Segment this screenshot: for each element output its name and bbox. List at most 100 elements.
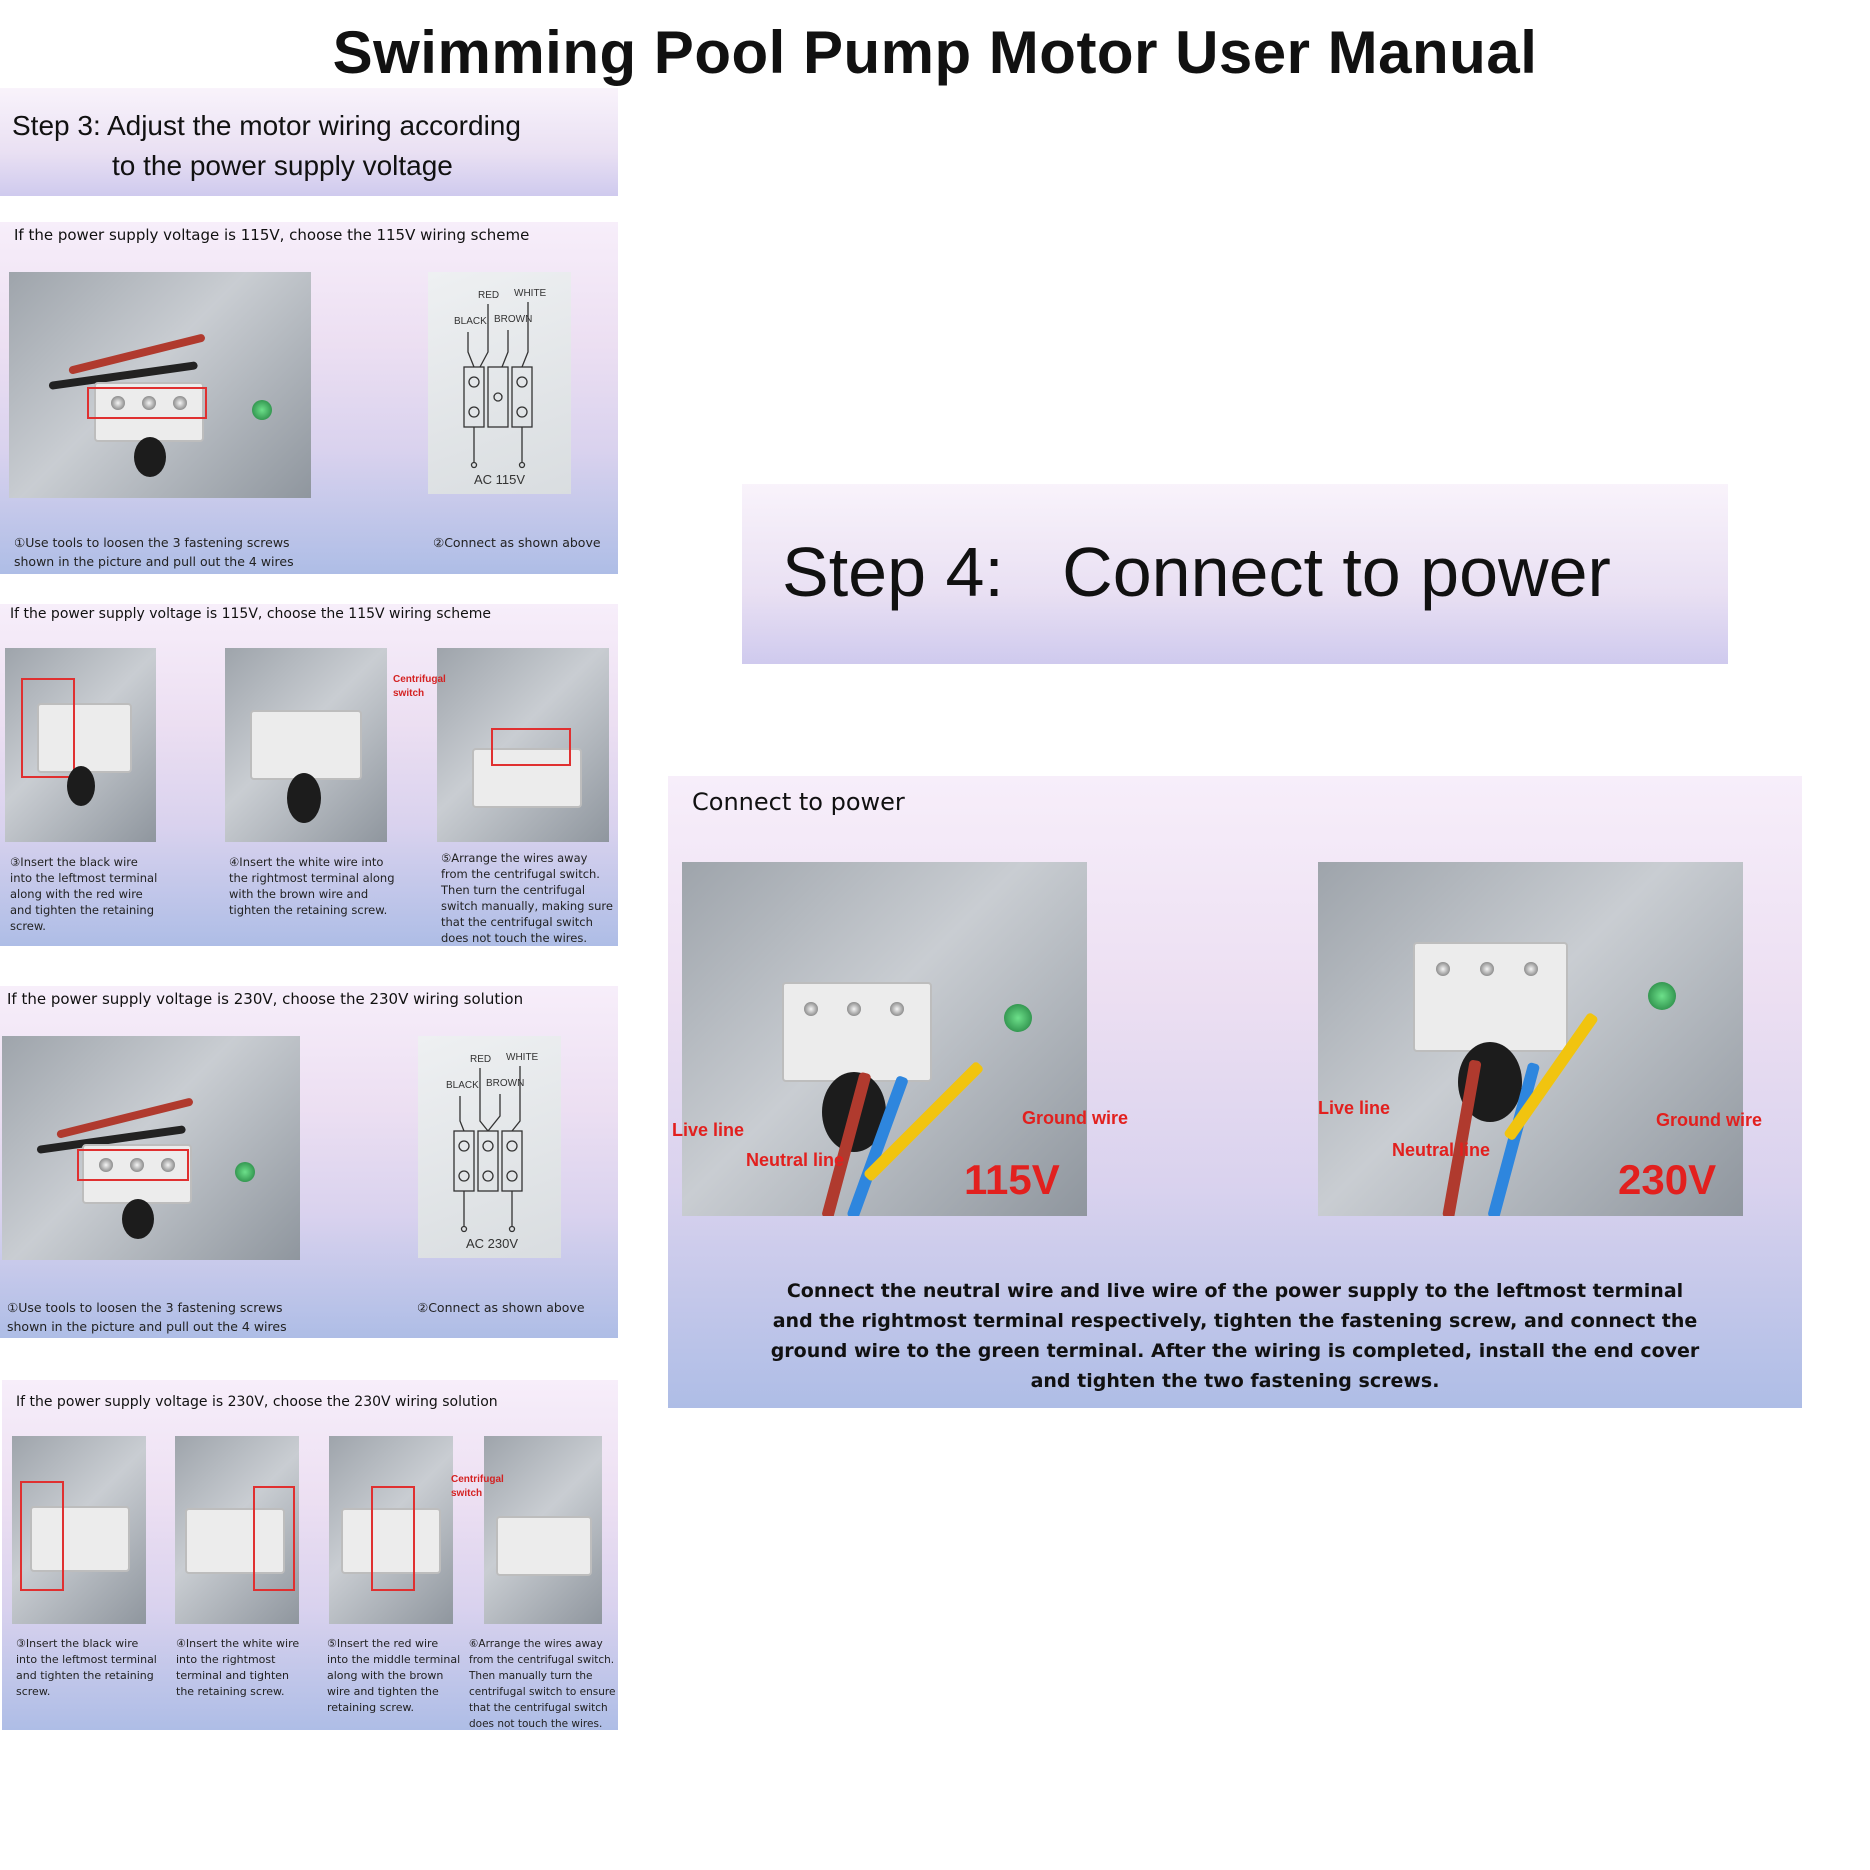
- caption-line: retaining screw.: [327, 1701, 414, 1714]
- step3-caption: ③Insert the black wire into the leftmost…: [16, 1636, 157, 1700]
- panel-caption: If the power supply voltage is 230V, cho…: [16, 1394, 498, 1410]
- terminal-photo: [2, 1036, 300, 1260]
- label-brown: BROWN: [486, 1078, 525, 1089]
- step3-caption: ③Insert the black wire into the leftmost…: [10, 854, 157, 934]
- screw: [804, 1002, 818, 1016]
- neutral-line-label-115v: Neutral line: [746, 1150, 845, 1170]
- panel-caption: If the power supply voltage is 115V, cho…: [10, 606, 491, 622]
- terminal-block: [37, 703, 132, 773]
- screw: [1480, 962, 1494, 976]
- caption-line: into the leftmost terminal: [16, 1653, 157, 1666]
- caption-line: the retaining screw.: [176, 1685, 285, 1698]
- diagram-lines: [463, 302, 533, 469]
- panel-caption: If the power supply voltage is 115V, cho…: [14, 226, 530, 244]
- step4-heading: Step 4: Connect to power: [782, 533, 1611, 611]
- voltage-label-115v: 115V: [964, 1156, 1060, 1203]
- terminal-block: [30, 1506, 130, 1572]
- screw: [111, 396, 125, 410]
- panel-caption: Connect to power: [692, 788, 905, 816]
- caption-line: from the centrifugal switch.: [441, 867, 600, 881]
- voltage-label-230v: 230V: [1618, 1156, 1717, 1203]
- description-line: and tighten the two fastening screws.: [1030, 1370, 1440, 1392]
- terminal-block: [472, 748, 582, 808]
- caption-line: wire and tighten the: [327, 1685, 439, 1698]
- caption-line: tighten the retaining screw.: [229, 903, 388, 917]
- description-line: Connect the neutral wire and live wire o…: [786, 1280, 1684, 1302]
- step1-line1: ①Use tools to loosen the 3 fastening scr…: [14, 535, 290, 550]
- screw: [1524, 962, 1538, 976]
- step3-photo: [12, 1436, 146, 1624]
- ground-screw: [1004, 1004, 1032, 1032]
- step5-caption: ⑤Arrange the wires away from the centrif…: [441, 850, 613, 946]
- step3-photo: [5, 648, 156, 842]
- highlight-box: [87, 387, 207, 419]
- live-line-label-230v: Live line: [1318, 1098, 1391, 1118]
- caption-line: from the centrifugal switch.: [469, 1654, 615, 1666]
- step1-line2: shown in the picture and pull out the 4 …: [7, 1319, 287, 1334]
- caption-line: and tighten the retaining: [10, 903, 155, 917]
- diagram-lines: [453, 1066, 523, 1233]
- panel-115v-steps: If the power supply voltage is 115V, cho…: [0, 604, 618, 946]
- caption-line: along with the red wire: [10, 887, 143, 901]
- step5-photo: [437, 648, 609, 842]
- caption-line: ⑤Arrange the wires away: [441, 851, 588, 865]
- caption-line: ④Insert the white wire: [176, 1637, 300, 1650]
- caption-line: terminal and tighten: [176, 1669, 290, 1682]
- centrifugal-label-line2: switch: [393, 688, 425, 699]
- terminal-block: [782, 982, 932, 1082]
- terminal-block: [496, 1516, 592, 1576]
- terminal-block: [185, 1508, 285, 1574]
- connect-power-panel: Connect to power Live line Neutral line …: [668, 776, 1802, 1408]
- terminal-block: [341, 1508, 441, 1574]
- label-white: WHITE: [514, 288, 547, 299]
- wiring-diagram-230v: RED WHITE BLACK BROWN AC 230V: [418, 1036, 561, 1258]
- terminal-block: [250, 710, 362, 780]
- panel-caption: If the power supply voltage is 230V, cho…: [7, 990, 524, 1008]
- highlight-box: [77, 1149, 189, 1181]
- step4-header: Step 4: Connect to power: [742, 484, 1728, 664]
- label-black: BLACK: [446, 1080, 479, 1091]
- step3-heading-line2: to the power supply voltage: [112, 150, 453, 181]
- caption-line: with the brown wire and: [229, 887, 369, 901]
- step3-header: Step 3: Adjust the motor wiring accordin…: [0, 88, 618, 196]
- live-line-label-115v: Live line: [672, 1120, 745, 1140]
- label-red: RED: [478, 290, 500, 301]
- label-black: BLACK: [454, 316, 487, 327]
- caption-line: Then turn the centrifugal: [441, 883, 586, 897]
- terminal-block: [1413, 942, 1568, 1052]
- highlight-box: [491, 728, 571, 766]
- centrifugal-label-line1: Centrifugal: [451, 1474, 504, 1485]
- photo-115v: [682, 862, 1087, 1216]
- step5-caption: ⑤Insert the red wire into the middle ter…: [327, 1636, 460, 1716]
- step2-text: ②Connect as shown above: [433, 535, 601, 550]
- screw: [99, 1158, 113, 1172]
- neutral-line-label-230v: Neutral line: [1392, 1140, 1491, 1160]
- cable-hole: [287, 773, 321, 823]
- ground-wire-label-115v: Ground wire: [1022, 1108, 1129, 1128]
- panel-230v-overview: If the power supply voltage is 230V, cho…: [0, 986, 618, 1338]
- caption-line: into the rightmost: [176, 1653, 276, 1666]
- screw: [130, 1158, 144, 1172]
- ground-screw: [1648, 982, 1676, 1010]
- step4-photo: [175, 1436, 299, 1624]
- highlight-box: [371, 1486, 415, 1591]
- step4-caption: ④Insert the white wire into the rightmos…: [229, 854, 395, 918]
- screw: [847, 1002, 861, 1016]
- cable-hole: [134, 437, 166, 477]
- label-white: WHITE: [506, 1052, 539, 1063]
- terminal-photo: [9, 272, 311, 498]
- ground-screw: [235, 1162, 255, 1182]
- step6-photo: [484, 1436, 602, 1624]
- step1-line1: ①Use tools to loosen the 3 fastening scr…: [7, 1300, 283, 1315]
- panel-230v-steps: If the power supply voltage is 230V, cho…: [2, 1380, 618, 1730]
- photo-230v: [1318, 862, 1743, 1216]
- caption-line: does not touch the wires.: [469, 1718, 603, 1730]
- caption-line: ⑥Arrange the wires away: [469, 1638, 603, 1650]
- screw: [1436, 962, 1450, 976]
- caption-line: screw.: [16, 1685, 51, 1698]
- caption-line: ④Insert the white wire into: [229, 855, 384, 869]
- caption-line: ③Insert the black wire: [16, 1637, 139, 1650]
- ground-wire-label-230v: Ground wire: [1656, 1110, 1763, 1130]
- step4-photo: [225, 648, 387, 842]
- caption-line: that the centrifugal switch: [469, 1702, 608, 1714]
